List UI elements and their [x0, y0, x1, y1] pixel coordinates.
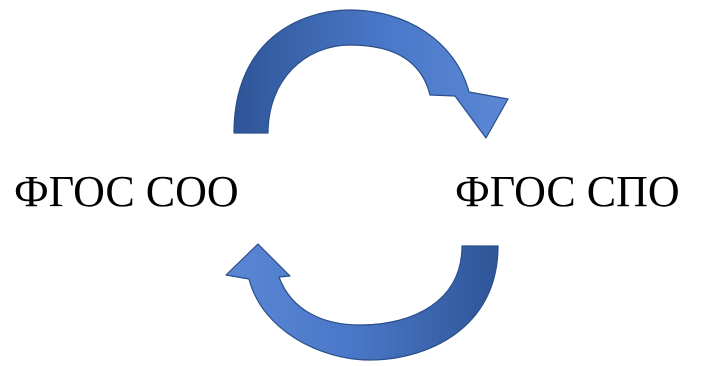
node-fgos-spo: ФГОС СПО [455, 167, 680, 216]
curved-arrow-counterclockwise-icon [225, 243, 499, 361]
node-fgos-soo: ФГОС СОО [14, 167, 239, 216]
curved-arrow-clockwise-icon [233, 9, 509, 139]
